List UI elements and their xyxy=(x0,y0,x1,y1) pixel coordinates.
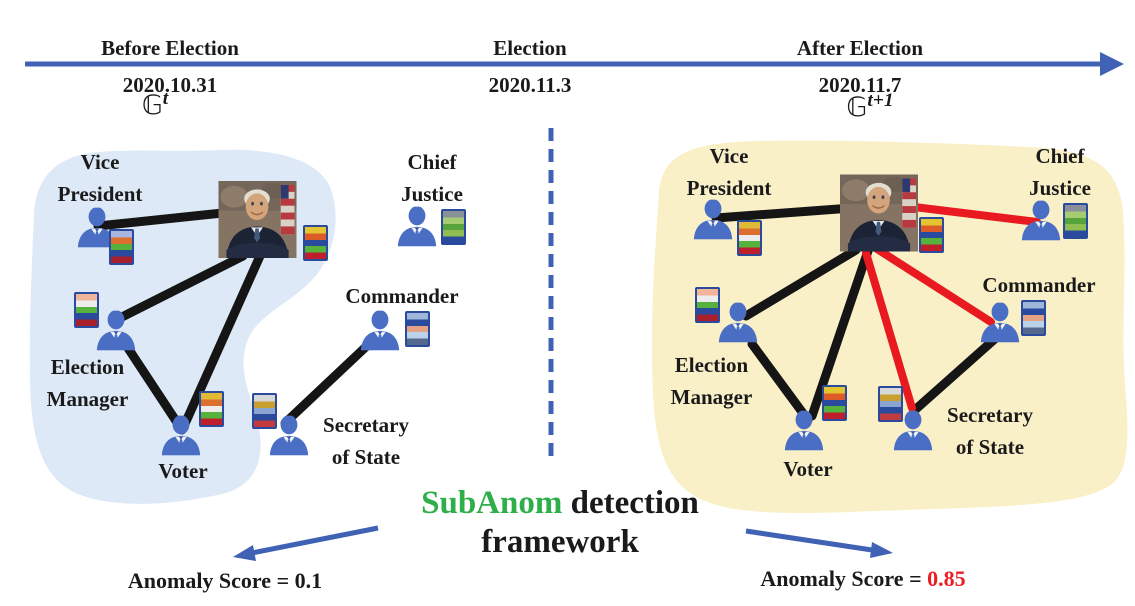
edge-right-vp-biden xyxy=(711,203,857,223)
phase-label: After Election xyxy=(796,36,924,60)
node-label-secretary-of-state: Secretary of State xyxy=(947,403,1033,459)
feature-vector-icon-biden xyxy=(303,225,328,261)
person-icon-vice-president xyxy=(690,199,736,240)
edge-right-biden-voter xyxy=(807,246,873,421)
arrow-to-left-score xyxy=(251,525,379,556)
person-icon-commander xyxy=(977,302,1023,343)
phase-label: Election xyxy=(493,36,567,60)
phase-date: 2020.11.7 xyxy=(818,73,902,98)
double-struck-g: 𝔾 xyxy=(846,92,868,123)
framework-title: SubAnom detection framework xyxy=(330,484,790,561)
feature-vector-icon-secretary-of-state xyxy=(252,393,277,429)
superscript-t-plus-1: t+1 xyxy=(867,90,894,111)
arrow-to-right-score-head-icon xyxy=(870,542,893,558)
timeline-phase-before: Before Election 2020.10.31 xyxy=(50,36,290,98)
person-icon-commander xyxy=(357,310,403,351)
edge-left-voter-biden xyxy=(179,251,265,431)
edge-right-biden-em xyxy=(741,245,861,321)
phase-date: 2020.10.31 xyxy=(122,73,218,98)
double-struck-g: 𝔾 xyxy=(141,90,163,121)
feature-vector-icon-vp xyxy=(737,220,762,256)
edge-right-biden-commander-anomalous xyxy=(870,243,995,326)
node-label-voter: Voter xyxy=(158,459,208,483)
feature-vector-icon-vp xyxy=(109,229,134,265)
node-label-voter: Voter xyxy=(783,457,833,481)
person-icon-chief-justice xyxy=(1018,200,1064,241)
person-icon-chief-justice xyxy=(394,206,440,247)
node-label-chief-justice: Chief Justice xyxy=(401,150,463,206)
anomaly-score-value: 0.1 xyxy=(294,568,323,593)
edge-right-sos-commander xyxy=(911,332,1002,414)
edge-left-em-voter xyxy=(119,337,187,435)
node-label-vice-president: Vice President xyxy=(57,150,143,206)
person-icon-election-manager xyxy=(93,310,139,351)
arrow-to-left-score-head-icon xyxy=(233,545,256,561)
edge-left-vp-biden xyxy=(93,207,237,231)
person-icon-election-manager xyxy=(715,302,761,343)
feature-vector-icon-chief-justice xyxy=(1063,203,1088,239)
edge-right-em-voter xyxy=(747,339,813,425)
framework-name: SubAnom xyxy=(421,485,563,521)
anomaly-score-label: Anomaly Score = xyxy=(760,566,928,591)
timeline-arrowhead-icon xyxy=(1100,52,1124,76)
node-label-commander: Commander xyxy=(345,284,459,308)
phase-date: 2020.11.3 xyxy=(488,73,572,98)
edge-right-biden-sos-anomalous xyxy=(862,249,916,412)
anomaly-score-label: Anomaly Score = xyxy=(127,568,295,593)
node-label-chief-justice: Chief Justice xyxy=(1029,144,1091,200)
feature-vector-icon-commander xyxy=(1021,300,1046,336)
graph-symbol-left: 𝔾t xyxy=(90,88,220,121)
edge-left-sos-commander xyxy=(280,337,376,428)
arrow-to-right-score xyxy=(745,528,873,553)
feature-vector-icon-secretary-of-state xyxy=(878,386,903,422)
phase-label: Before Election xyxy=(101,36,239,60)
edge-right-biden-cj-anomalous xyxy=(910,203,1041,226)
biden-photo-node xyxy=(218,181,297,258)
feature-vector-icon-election-manager xyxy=(74,292,99,328)
node-label-commander: Commander xyxy=(982,273,1096,297)
framework-title-rest: detection xyxy=(562,485,699,521)
feature-vector-icon-commander xyxy=(405,311,430,347)
feature-vector-icon-election-manager xyxy=(695,287,720,323)
node-label-vice-president: Vice President xyxy=(686,144,772,200)
feature-vector-icon-chief-justice xyxy=(441,209,466,245)
node-label-election-manager: Election Manager xyxy=(46,355,129,411)
person-icon-voter xyxy=(781,410,827,451)
anomaly-score-left: Anomaly Score = 0.1 xyxy=(95,568,355,594)
timeline-phase-election: Election 2020.11.3 xyxy=(410,36,650,98)
feature-vector-icon-voter xyxy=(199,391,224,427)
person-icon-voter xyxy=(158,415,204,456)
anomaly-score-right: Anomaly Score = 0.85 xyxy=(723,566,1003,592)
anomaly-score-value: 0.85 xyxy=(927,566,966,591)
feature-vector-icon-voter xyxy=(822,385,847,421)
superscript-t: t xyxy=(162,88,169,109)
feature-vector-icon-biden xyxy=(919,217,944,253)
timeline-phase-after: After Election 2020.11.7 xyxy=(740,36,980,98)
graph-symbol-right: 𝔾t+1 xyxy=(805,90,935,123)
edge-left-em-biden xyxy=(115,251,248,323)
framework-title-line1: SubAnom detection xyxy=(330,484,790,523)
biden-photo-node xyxy=(840,173,918,253)
node-label-election-manager: Election Manager xyxy=(670,353,753,409)
node-label-secretary-of-state: Secretary of State xyxy=(323,413,409,469)
framework-title-line2: framework xyxy=(481,523,639,560)
